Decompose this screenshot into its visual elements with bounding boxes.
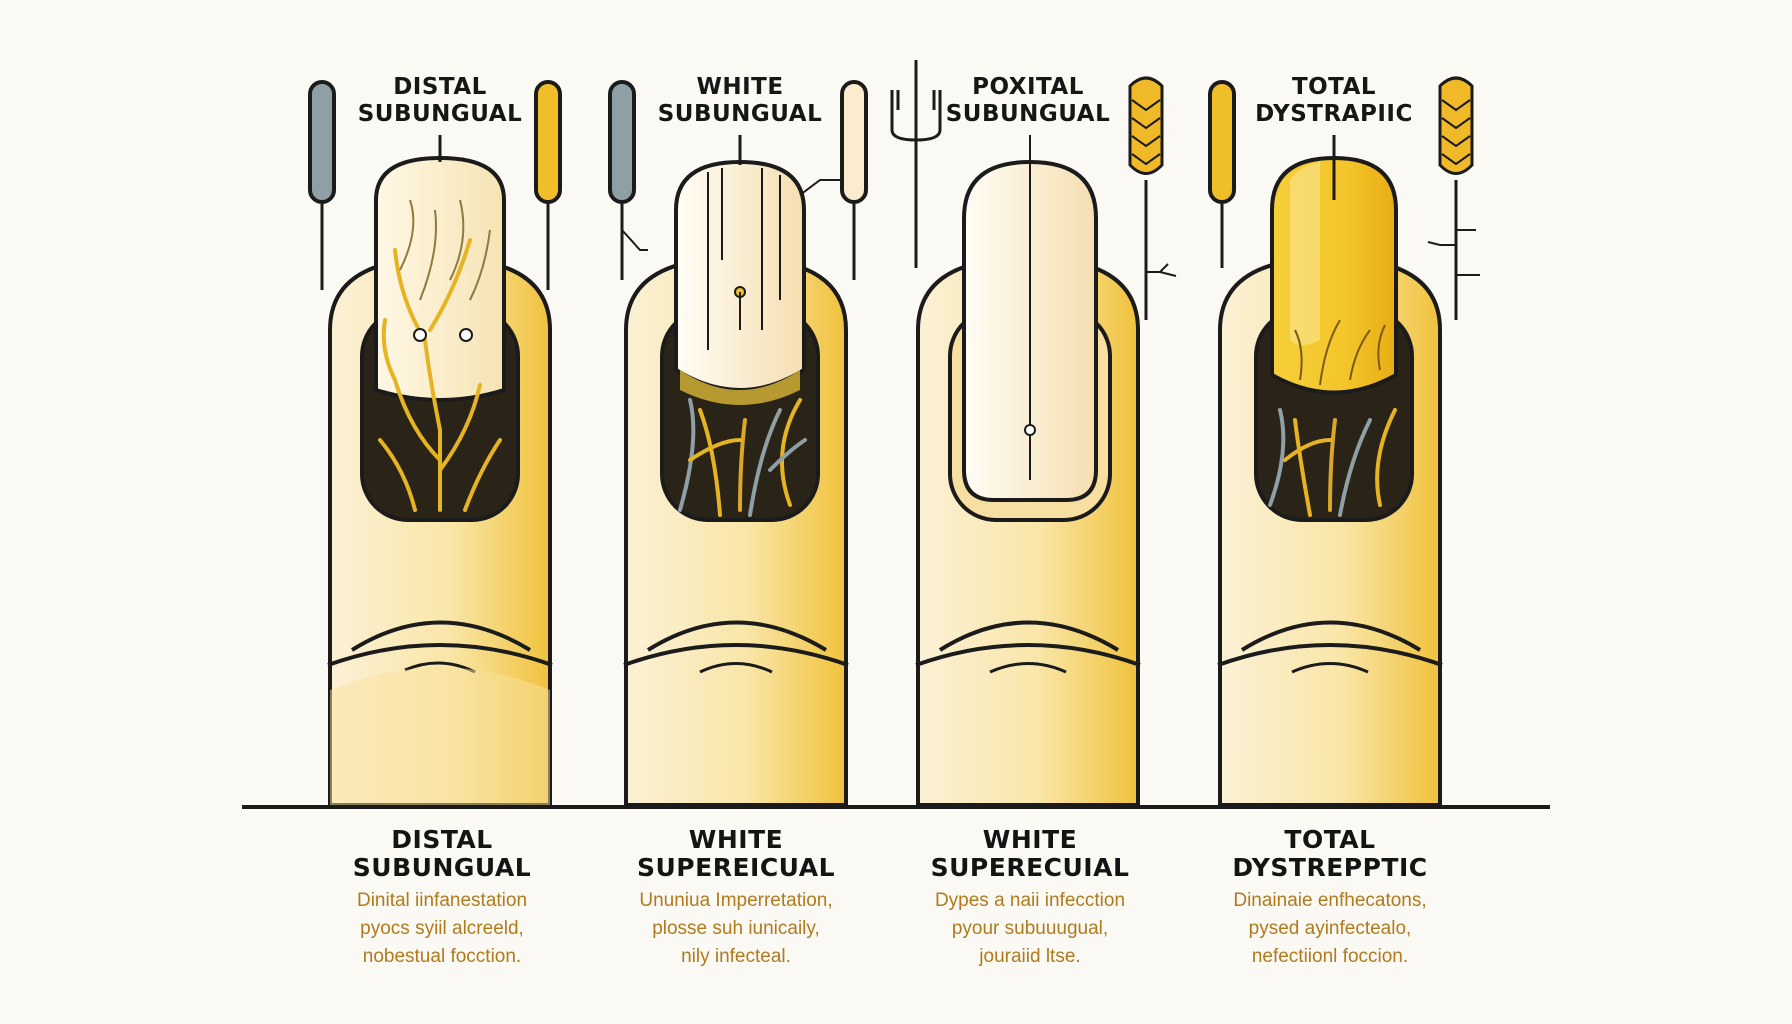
top-label-line: SUBUNGUAL: [945, 101, 1111, 127]
probe-tool-left: [1208, 80, 1236, 268]
brush-tool: [1128, 76, 1177, 320]
description-line: jouraiid ltse.: [979, 946, 1081, 967]
top-label-4: TOTAL DYSTRAPIIC: [1224, 74, 1444, 128]
probe-tool-right: [840, 80, 868, 280]
description-3: Dypes a naii infecction pyour subuuugual…: [900, 887, 1160, 971]
top-label-line: SUBUNGUAL: [657, 101, 823, 127]
description-line: pyocs syiil alcreeld,: [360, 918, 524, 939]
description-line: Dypes a naii infecction: [934, 890, 1126, 911]
description-1: Dinital iinfanestation pyocs syiil alcre…: [312, 887, 572, 971]
bottom-title-3: WHITE SUPERECUIAL: [900, 826, 1160, 882]
description-line: Dinainaie enfhecatons,: [1233, 890, 1427, 911]
top-label-line: SUBUNGUAL: [357, 101, 523, 127]
bottom-title-2: WHITE SUPEREICUAL: [606, 826, 866, 882]
description-line: pyour subuuugual,: [951, 918, 1109, 939]
bottom-title-4: TOTAL DYSTREPPTIC: [1200, 826, 1460, 882]
top-label-line: POXITAL: [972, 74, 1084, 100]
brush-tool: [1427, 76, 1480, 320]
top-label-1: DISTAL SUBUNGUAL: [330, 74, 550, 128]
probe-tool-right: [534, 80, 562, 290]
finger-distal-subungual: [308, 80, 562, 807]
bottom-title-line: TOTAL: [1284, 825, 1376, 854]
description-line: Dinital iinfanestation: [356, 890, 528, 911]
description-line: plosse suh iunicaily,: [652, 918, 820, 939]
probe-tool-left: [308, 80, 336, 290]
description-4: Dinainaie enfhecatons, pysed ayinfecteal…: [1200, 887, 1460, 971]
bottom-title-line: DYSTREPPTIC: [1232, 853, 1428, 882]
top-label-line: WHITE: [696, 74, 784, 100]
finger-total-dystrapiic: [1208, 76, 1480, 807]
finger-white-subungual: [608, 80, 868, 807]
top-label-3: POXITAL SUBUNGUAL: [918, 74, 1138, 128]
description-2: Ununiua Imperretation, plosse suh iunica…: [606, 887, 866, 971]
probe-tool-left: [608, 80, 648, 280]
bottom-title-1: DISTAL SUBUNGUAL: [312, 826, 572, 882]
bottom-title-line: WHITE: [688, 825, 784, 854]
description-line: nily infecteal.: [681, 946, 791, 967]
top-label-line: DISTAL: [393, 74, 487, 100]
description-line: pysed ayinfectealo,: [1248, 918, 1412, 939]
bottom-title-line: SUPEREICUAL: [637, 853, 835, 882]
top-label-line: TOTAL: [1291, 74, 1377, 100]
description-line: nobestual focction.: [362, 946, 522, 967]
bottom-title-line: SUPERECUIAL: [930, 853, 1130, 882]
description-line: nefectiionl foccion.: [1251, 946, 1409, 967]
bottom-title-line: WHITE: [982, 825, 1078, 854]
description-line: Ununiua Imperretation,: [639, 890, 833, 911]
bottom-title-line: SUBUNGUAL: [352, 853, 532, 882]
fork-tool: [890, 60, 942, 268]
bottom-title-line: DISTAL: [391, 825, 493, 854]
top-label-line: DYSTRAPIIC: [1255, 101, 1413, 127]
top-label-2: WHITE SUBUNGUAL: [630, 74, 850, 128]
finger-poxital-subungual: [890, 60, 1177, 807]
